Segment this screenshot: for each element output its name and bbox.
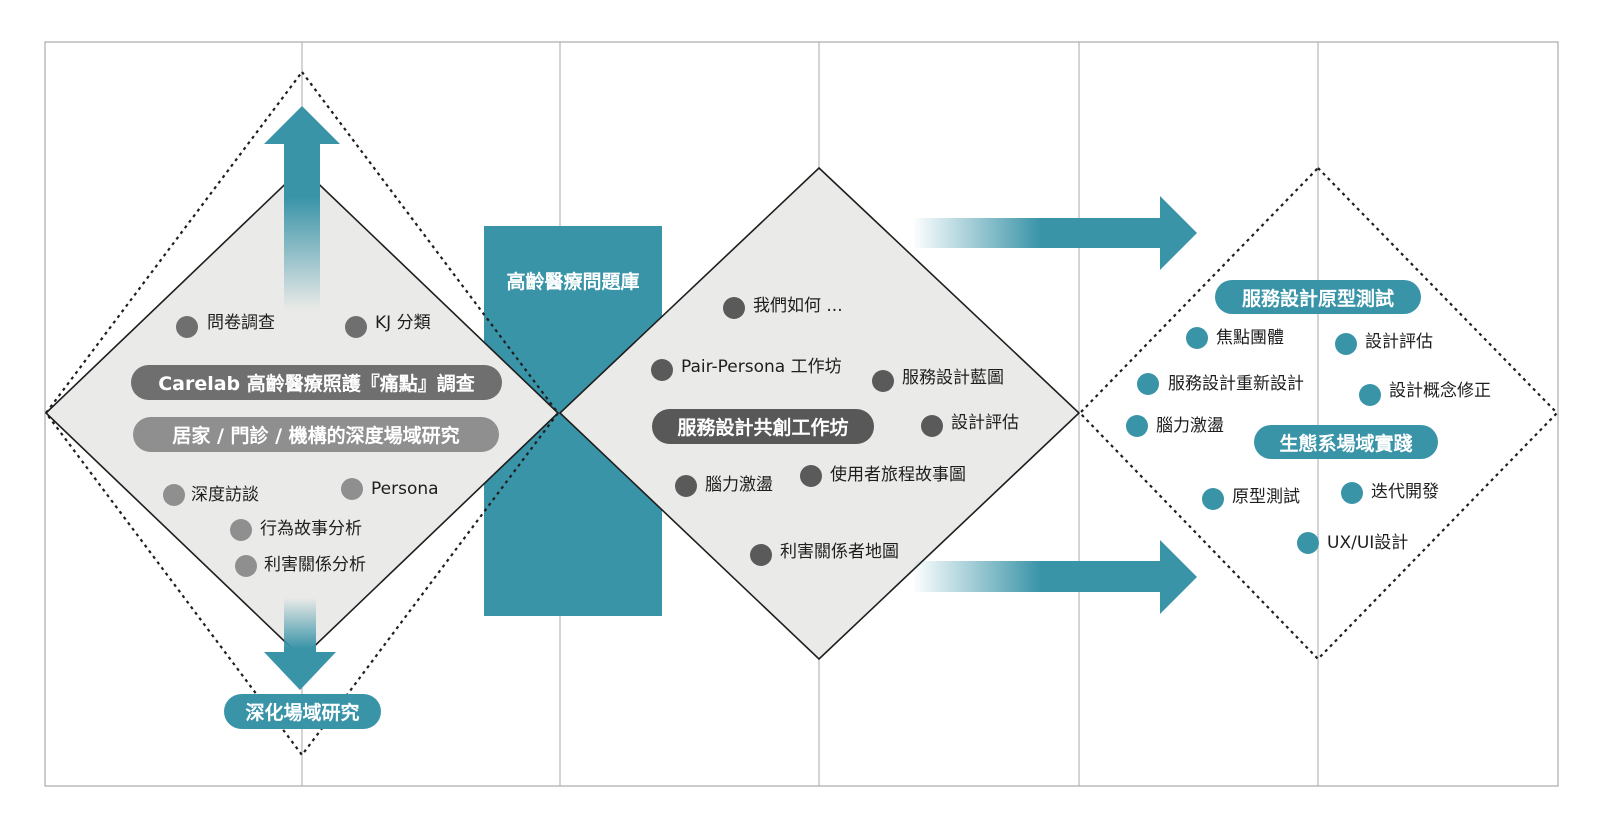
item-ux-ui-design: UX/UI設計	[1327, 533, 1409, 553]
bullet-dot	[230, 519, 252, 541]
up-arrow	[264, 106, 340, 310]
bullet-dot	[872, 370, 894, 392]
item-how-might-we: 我們如何 ...	[753, 296, 843, 316]
frame	[44, 41, 1559, 787]
right-arrow-bottom	[912, 540, 1197, 614]
bullet-dot	[163, 484, 185, 506]
bullet-dot	[1359, 384, 1381, 406]
bullet-dot	[1341, 482, 1363, 504]
item-concept-revision: 設計概念修正	[1389, 381, 1491, 401]
item-pair-persona-workshop: Pair-Persona 工作坊	[681, 357, 842, 377]
item-persona: Persona	[371, 479, 439, 499]
pill-prototype-testing: 服務設計原型測試	[1215, 280, 1421, 314]
banner-painpoint-survey: Carelab 高齡醫療照護『痛點』調查	[131, 365, 502, 400]
bullet-dot	[1297, 532, 1319, 554]
item-design-evaluation: 設計評估	[951, 413, 1019, 433]
bullet-dot	[723, 297, 745, 319]
bullet-dot	[651, 359, 673, 381]
banner-cocreation-workshop: 服務設計共創工作坊	[652, 409, 874, 444]
right-arrow-top	[912, 196, 1197, 270]
bullet-dot	[1202, 488, 1224, 510]
item-focus-group: 焦點團體	[1216, 328, 1284, 348]
bullet-dot	[235, 555, 257, 577]
item-kj-classification: KJ 分類	[375, 313, 431, 333]
item-stakeholder-analysis: 利害關係分析	[264, 555, 366, 575]
bullet-dot	[1186, 327, 1208, 349]
item-behavior-story: 行為故事分析	[260, 519, 362, 539]
item-iterative-development: 迭代開發	[1371, 482, 1439, 502]
item-user-journey: 使用者旅程故事圖	[830, 465, 966, 485]
problem-bank-title: 高齡醫療問題庫	[506, 271, 640, 293]
bullet-dot	[341, 478, 363, 500]
item-design-evaluation-right: 設計評估	[1365, 332, 1433, 352]
left-dotted-diamond	[44, 70, 560, 757]
bullet-dot	[921, 415, 943, 437]
item-brainstorm-right: 腦力激盪	[1156, 416, 1224, 436]
bullet-dot	[750, 544, 772, 566]
item-brainstorm: 腦力激盪	[705, 475, 773, 495]
item-in-depth-interview: 深度訪談	[191, 485, 259, 505]
bullet-dot	[1335, 333, 1357, 355]
bullet-dot	[1137, 373, 1159, 395]
banner-field-research: 居家 / 門診 / 機構的深度場域研究	[133, 417, 499, 452]
bullet-dot	[675, 475, 697, 497]
item-service-redesign: 服務設計重新設計	[1168, 374, 1304, 394]
bullet-dot	[176, 316, 198, 338]
pill-ecosystem-practice: 生態系場域實踐	[1254, 425, 1438, 459]
item-prototype-test: 原型測試	[1232, 487, 1300, 507]
bullet-dot	[1126, 415, 1148, 437]
right-dotted-diamond	[1078, 166, 1559, 661]
bullet-dot	[345, 316, 367, 338]
item-questionnaire: 問卷調查	[207, 313, 275, 333]
pill-deepen-field-research: 深化場域研究	[224, 694, 381, 729]
down-arrow	[264, 598, 336, 690]
item-service-blueprint: 服務設計藍圖	[902, 368, 1004, 388]
item-stakeholder-map: 利害關係者地圖	[780, 542, 899, 562]
bullet-dot	[800, 465, 822, 487]
